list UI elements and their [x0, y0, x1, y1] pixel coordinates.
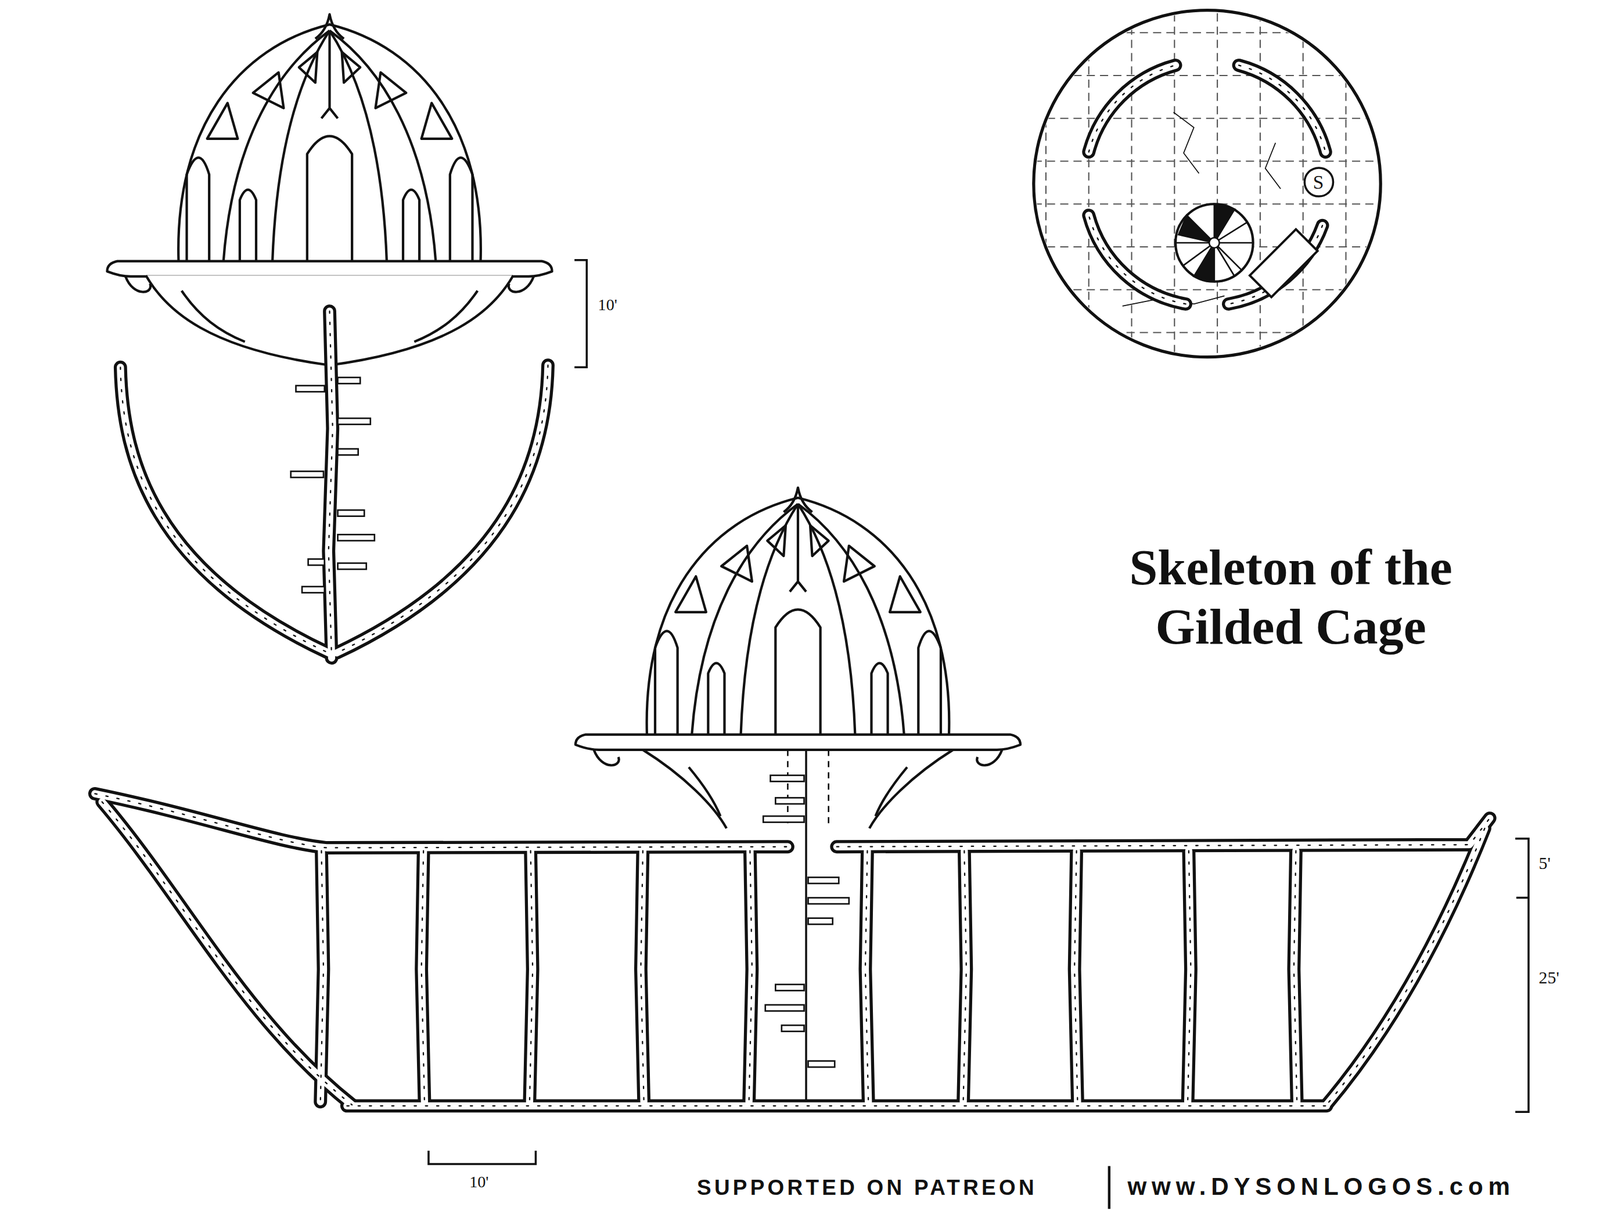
plan-cracks [1265, 142, 1281, 189]
dimension-label: 25' [1539, 968, 1560, 988]
stair-steps [338, 418, 371, 425]
stair-steps [308, 558, 325, 566]
plan-stair [1175, 203, 1254, 282]
stair-steps [781, 1025, 805, 1032]
stair-steps [301, 586, 325, 593]
stair-steps [808, 1061, 836, 1068]
node-circle [1303, 167, 1333, 196]
credit-text: SUPPORTED ON PATREON [696, 1174, 1038, 1199]
dome [575, 487, 1021, 766]
dimension-label: 10' [598, 295, 618, 314]
symbol-letter: S [1313, 171, 1325, 192]
map-title: Skeleton of the Gilded Cage [1051, 538, 1531, 656]
plan-stair [1249, 229, 1318, 298]
plan-stair [1175, 222, 1254, 277]
stair-steps [775, 797, 804, 804]
stair-steps [338, 377, 361, 384]
dimension-bracket [428, 260, 1529, 1209]
stair-steps [808, 897, 850, 905]
dimension-bracket [574, 260, 587, 368]
stair-steps [290, 377, 850, 1102]
stair-steps [338, 534, 375, 541]
plan-stair [1175, 203, 1318, 297]
stair-steps [338, 509, 365, 517]
stair-steps [804, 749, 808, 1102]
dome [688, 767, 908, 816]
stair-steps [775, 984, 804, 991]
stair-steps [808, 918, 833, 925]
dimension-bracket [1108, 1165, 1111, 1209]
stair-steps [765, 1004, 805, 1012]
dimension-bracket [1515, 838, 1529, 1113]
stair-steps [338, 448, 359, 456]
plan-outline [1033, 10, 1381, 358]
plan-cracks [1173, 112, 1200, 174]
website-text: www.DYSONLOGOS.com [1127, 1173, 1515, 1200]
plan-stair [1209, 237, 1220, 248]
dome [642, 749, 954, 829]
dome [106, 14, 1021, 829]
plan-stair [1178, 215, 1214, 243]
stair-steps [770, 775, 805, 782]
plan-stair [1194, 242, 1215, 282]
stair-steps [296, 385, 325, 393]
stair-steps [763, 815, 804, 823]
secret-door-symbol: S [1302, 165, 1335, 197]
dome [106, 14, 552, 293]
stair-steps [338, 562, 367, 570]
dimension-bracket [428, 1150, 536, 1164]
dimension-label: 5' [1539, 854, 1551, 875]
plan-grid [1020, 0, 1398, 368]
stair-steps [290, 470, 324, 478]
scale-label: 10' [469, 1173, 489, 1192]
plan-grid [1020, 32, 1398, 333]
stair-steps [808, 876, 840, 884]
